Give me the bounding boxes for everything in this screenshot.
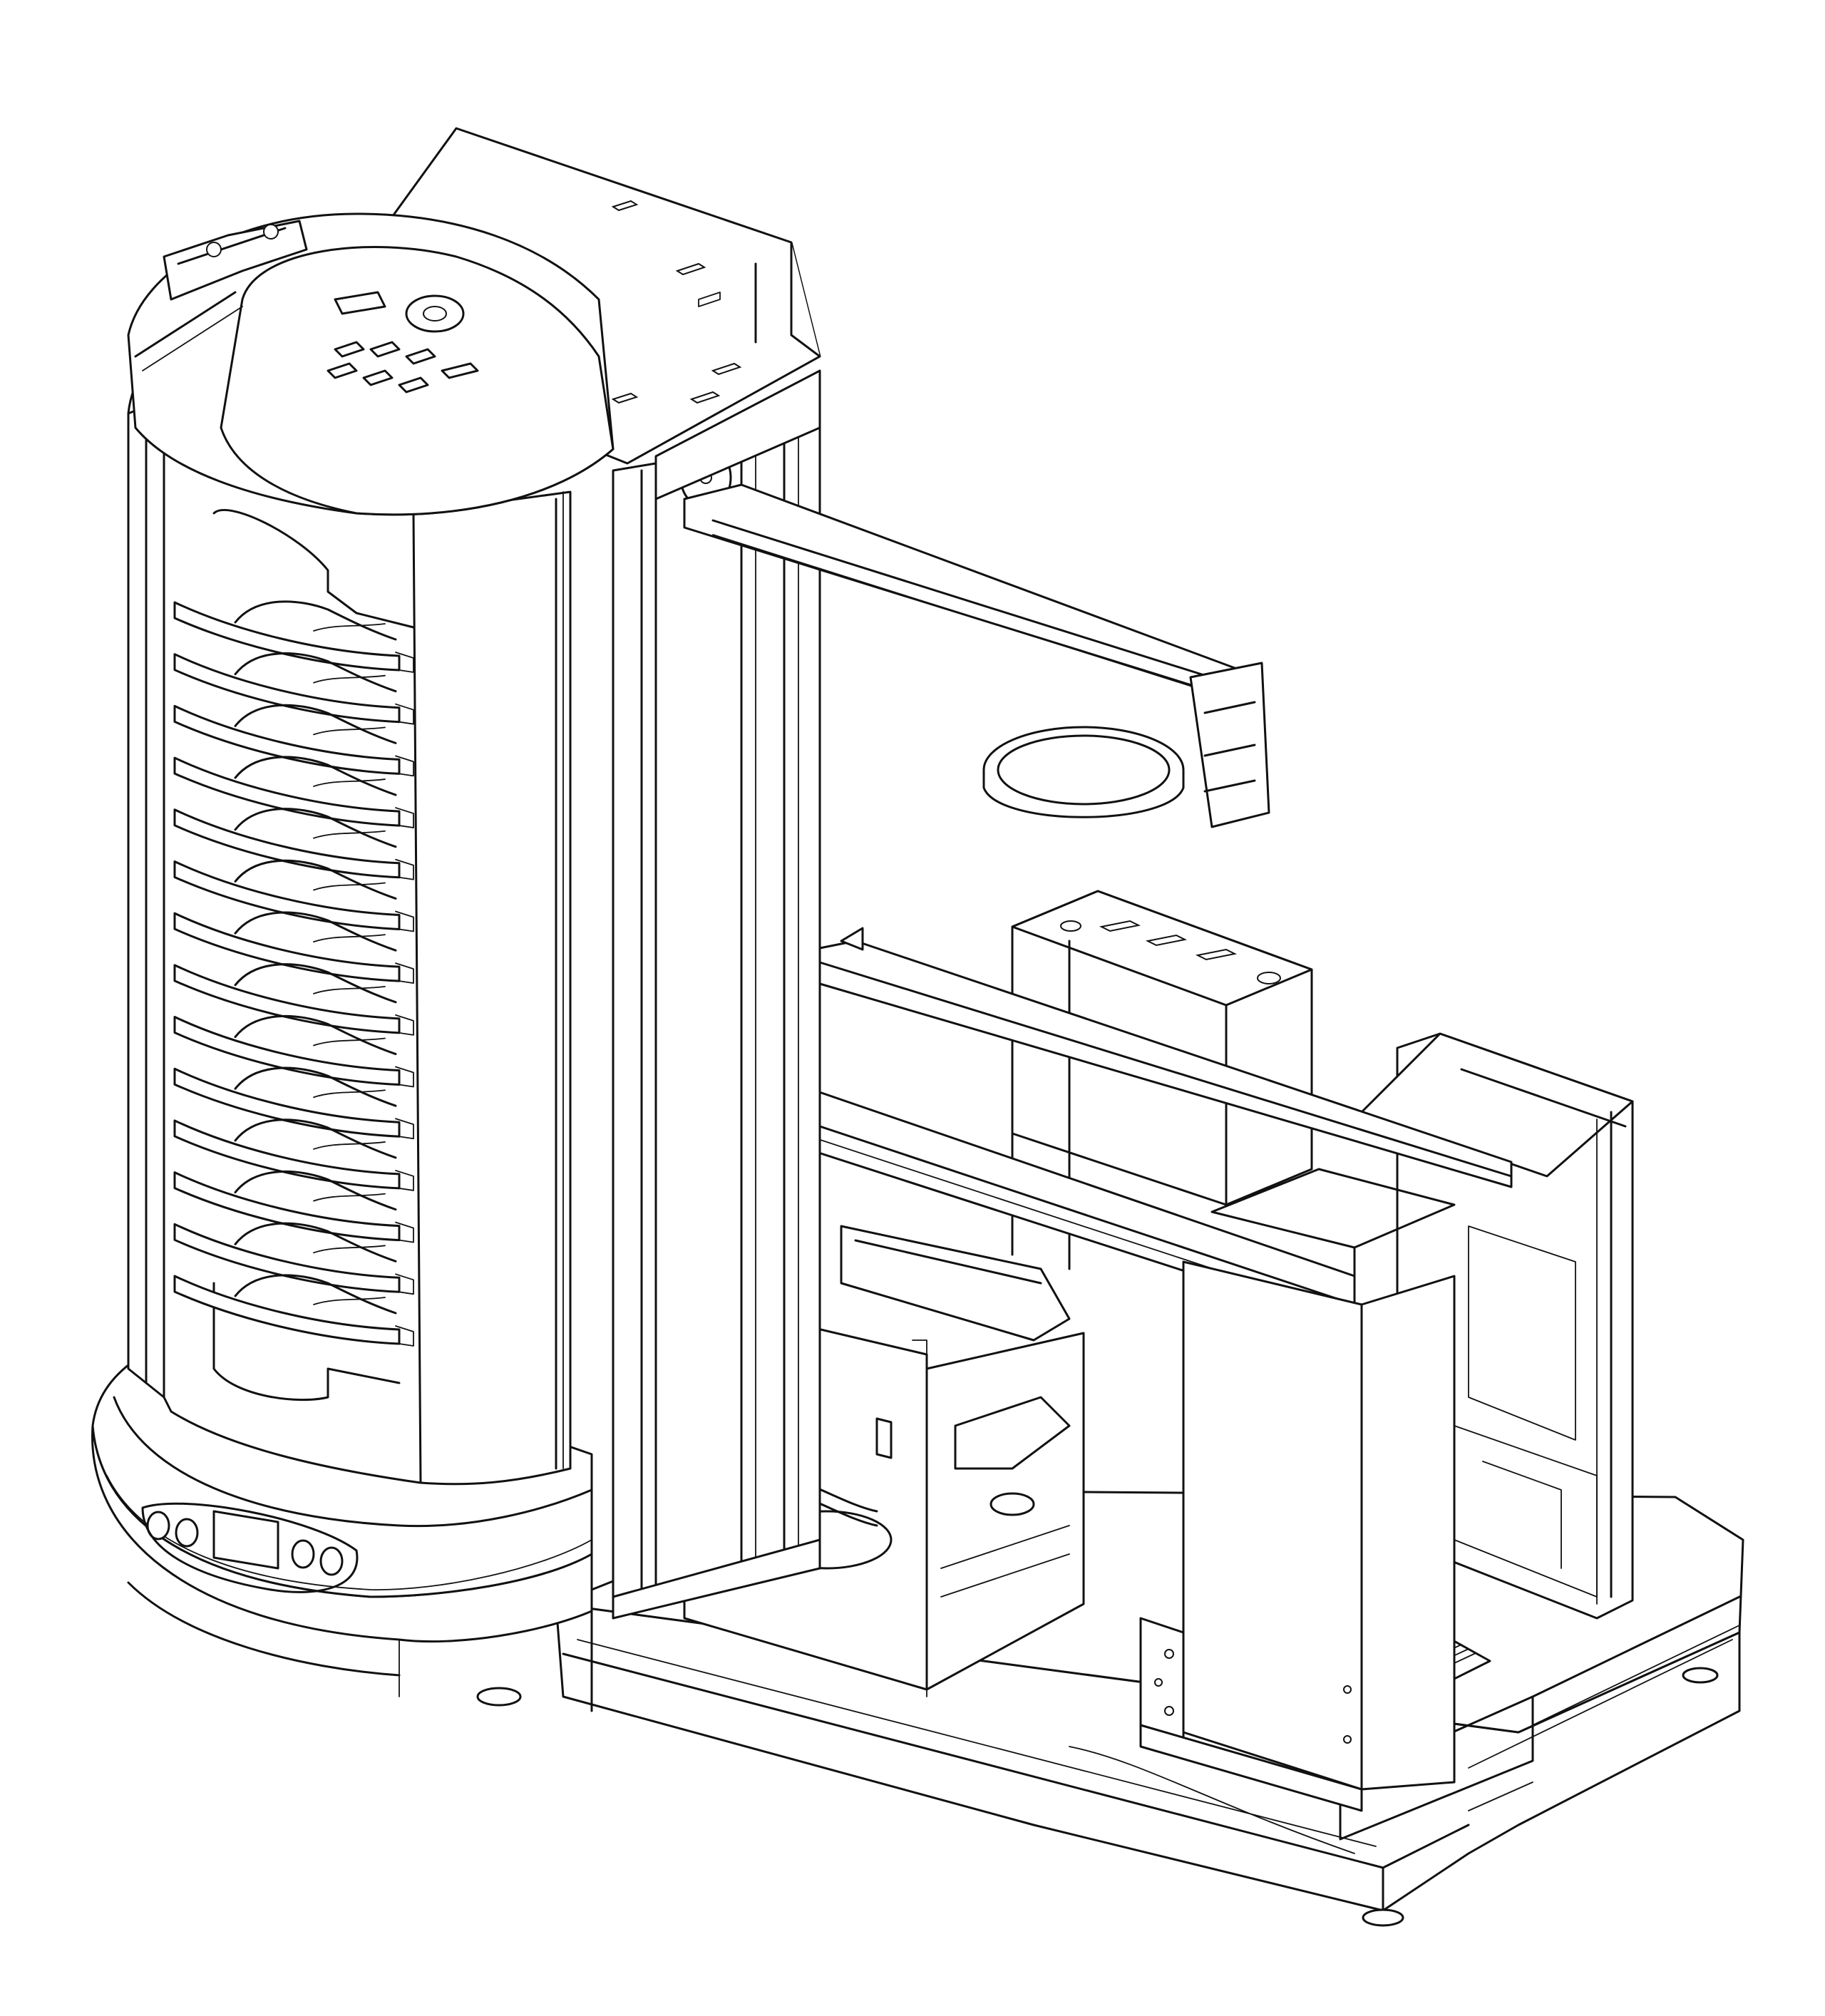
carousel-cylinder — [127, 312, 572, 1486]
disc-tray — [173, 704, 414, 777]
panel-button-3[interactable] — [291, 1539, 315, 1569]
panel-button-2[interactable] — [175, 1518, 199, 1548]
disc-tray — [173, 1222, 414, 1295]
rear-enclosure — [1360, 1032, 1634, 1620]
disc-tray — [173, 911, 414, 984]
disc-tray — [173, 652, 414, 725]
disc-tray — [173, 1066, 414, 1140]
panel-button-4[interactable] — [319, 1546, 344, 1576]
lcd-display — [212, 1510, 279, 1570]
control-panel — [141, 1502, 359, 1593]
front-enclosure — [1139, 1168, 1456, 1812]
disc-tray — [173, 1274, 414, 1347]
gripper-arm — [683, 483, 1270, 828]
vertical-tower — [612, 369, 821, 1620]
disc-tray — [173, 859, 414, 932]
gripper-disc — [982, 726, 1185, 818]
disc-tray — [173, 1118, 414, 1191]
disc-tray — [173, 963, 414, 1036]
disc-tray — [173, 600, 414, 673]
panel-button-1[interactable] — [146, 1511, 170, 1541]
disc-trays — [173, 600, 414, 1347]
disc-tray — [173, 1170, 414, 1243]
disc-tray — [173, 1014, 414, 1088]
disc-tray — [173, 808, 414, 880]
top-housing — [127, 212, 615, 516]
disc-tray — [173, 756, 414, 828]
